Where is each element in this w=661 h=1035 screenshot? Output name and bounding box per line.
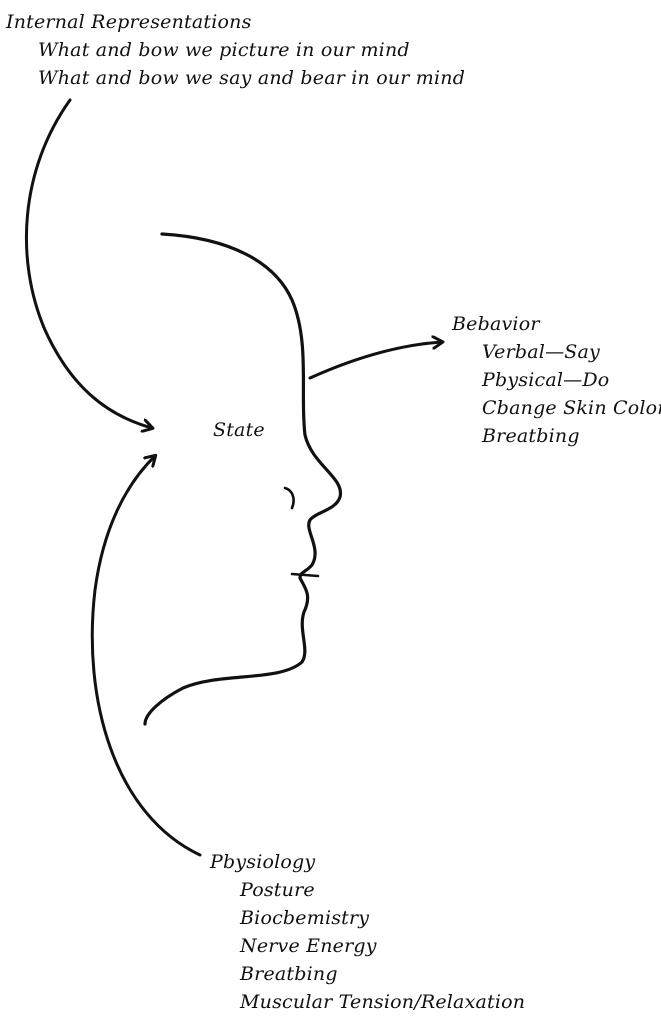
physiology-block: Pbysiology Posture Biocbemistry Nerve En… (210, 848, 525, 1016)
physiology-title: Pbysiology (210, 848, 525, 876)
physiology-item: Biocbemistry (240, 904, 525, 932)
physiology-item: Breatbing (240, 960, 525, 988)
arrow-physiology-to-state (92, 456, 200, 855)
physiology-item: Nerve Energy (240, 932, 525, 960)
behavior-item: Verbal—Say (482, 338, 661, 366)
behavior-title: Bebavior (452, 310, 661, 338)
behavior-item: Breatbing (482, 422, 661, 450)
mouth-mark (292, 574, 318, 576)
state-label: State (213, 416, 265, 444)
behavior-item: Pbysical—Do (482, 366, 661, 394)
arrow-state-to-behavior (310, 342, 442, 378)
face-profile-outline (145, 234, 341, 724)
internal-representations-item: What and bow we say and bear in our mind (38, 64, 465, 92)
physiology-item: Muscular Tension/Relaxation (240, 988, 525, 1016)
nostril-mark (285, 488, 294, 508)
behavior-item: Cbange Skin Color (482, 394, 661, 422)
arrow-internal-to-state (26, 100, 152, 428)
physiology-item: Posture (240, 876, 525, 904)
behavior-block: Bebavior Verbal—Say Pbysical—Do Cbange S… (452, 310, 661, 450)
internal-representations-title: Internal Representations (6, 8, 465, 36)
internal-representations-item: What and bow we picture in our mind (38, 36, 465, 64)
internal-representations-block: Internal Representations What and bow we… (6, 8, 465, 92)
